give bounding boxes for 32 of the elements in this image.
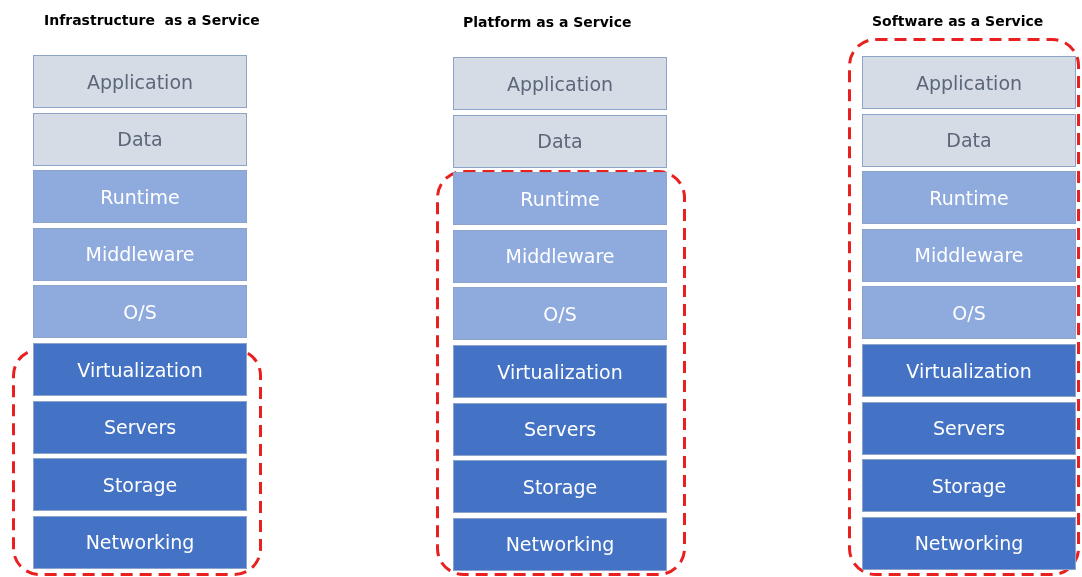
layer-box: O/S [33,285,247,339]
layer-box: Middleware [862,228,1076,282]
layer-box: Data [33,112,247,166]
layer-box: Runtime [453,172,667,226]
layer-box: Runtime [862,171,1076,225]
column-title: Software as a Service [872,13,1044,29]
column-title: Platform as a Service [463,14,632,30]
layer-box: Data [453,114,667,168]
layer-box: Application [33,55,247,108]
dashed-outline [848,38,1080,576]
layer-box: Storage [862,459,1076,513]
layer-box: Servers [862,401,1076,455]
layer-box: Virtualization [862,344,1076,397]
layer-box: Application [453,57,667,110]
column-title: Infrastructure as a Service [44,12,260,28]
layer-box: Runtime [33,170,247,224]
layer-box: O/S [862,286,1076,340]
layer-box: O/S [453,287,667,341]
layer-box: Application [862,56,1076,109]
layer-box: Virtualization [33,343,247,396]
layer-box: Networking [33,515,247,569]
layer-box: Data [862,113,1076,167]
dashed-outline [436,170,686,576]
layer-box: Networking [862,516,1076,570]
layer-box: Virtualization [453,345,667,398]
layer-box: Middleware [453,229,667,283]
layer-box: Networking [453,517,667,571]
layer-box: Storage [453,460,667,514]
layer-box: Servers [453,402,667,456]
layer-box: Servers [33,400,247,454]
layer-box: Middleware [33,227,247,281]
layer-box: Storage [33,458,247,512]
